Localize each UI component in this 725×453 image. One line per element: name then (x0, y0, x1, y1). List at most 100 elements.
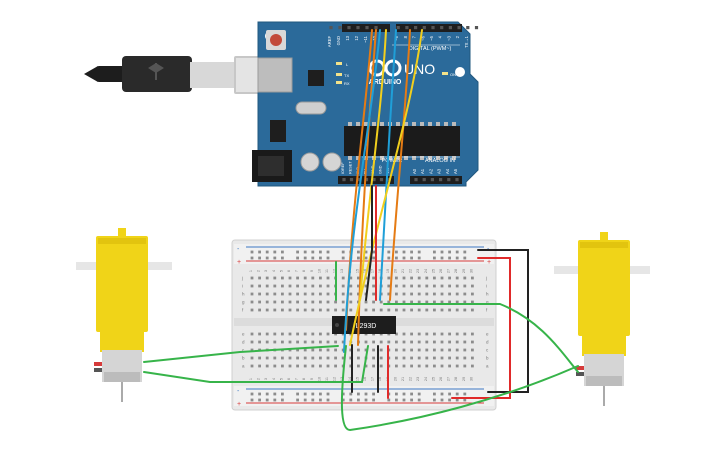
digital-pin-label: ~6 (420, 35, 425, 40)
column-number: 5 (279, 270, 283, 272)
svg-text:RX: RX (344, 81, 350, 86)
row-letter: h (486, 292, 489, 297)
svg-text:-: - (237, 388, 240, 395)
arduino-model-label: UNO (404, 61, 435, 77)
column-number: 2 (257, 270, 261, 272)
column-number: 16 (363, 269, 367, 273)
column-number: 26 (439, 269, 443, 273)
wire-orange (389, 29, 411, 301)
wire-yellow (359, 29, 387, 301)
column-number: 7 (295, 270, 299, 272)
dc-motor-icon[interactable] (76, 228, 172, 402)
power-pin-label: IOREF (341, 162, 345, 174)
row-letter: i (242, 284, 243, 289)
analog-pin-label: A5 (453, 168, 458, 174)
column-number: 13 (340, 269, 344, 273)
column-number: 14 (348, 377, 352, 381)
column-number: 9 (310, 270, 314, 272)
column-number: 17 (371, 269, 375, 273)
digital-pin-label: TX→1 (464, 35, 469, 48)
row-letter: e (486, 332, 489, 337)
column-number: 20 (393, 377, 397, 381)
chip-label: L293D (356, 323, 377, 330)
column-number: 8 (302, 270, 306, 272)
status-leds: L TX RX ON (336, 62, 456, 86)
column-number: 3 (264, 378, 268, 380)
wire-red (451, 257, 511, 399)
row-letter: a (486, 364, 489, 369)
digital-pin-label: 12 (354, 35, 359, 40)
digital-section-label: DIGITAL (PWM~) (409, 46, 452, 52)
column-number: 9 (310, 378, 314, 380)
digital-pin-label: ~5 (429, 35, 434, 40)
column-number: 26 (439, 377, 443, 381)
column-number: 21 (401, 269, 405, 273)
arduino-brand-label: ARDUINO (369, 79, 402, 86)
column-number: 17 (371, 377, 375, 381)
row-letter: h (242, 292, 245, 297)
power-section-label: POWER (382, 158, 403, 164)
row-letter: b (486, 356, 489, 361)
analog-pin-label: A1 (420, 168, 425, 174)
column-number: 29 (462, 377, 466, 381)
digital-pin-label: 2 (455, 35, 460, 38)
row-letter: b (242, 356, 245, 361)
column-number: 22 (409, 377, 413, 381)
wire-green (143, 345, 339, 363)
column-number: 6 (287, 270, 291, 272)
wire-blue (379, 29, 397, 301)
l293d-chip[interactable]: L293D (332, 316, 396, 334)
digital-pin-label: 4 (438, 35, 443, 38)
analog-pin-label: A4 (445, 168, 450, 174)
row-letter: d (242, 340, 245, 345)
column-number: 23 (416, 377, 420, 381)
svg-text:-: - (237, 246, 240, 253)
dc-motor-icon[interactable] (554, 232, 650, 406)
column-number: 2 (257, 378, 261, 380)
column-number: 29 (462, 269, 466, 273)
analog-header (410, 176, 462, 184)
digital-pin-label: ~11 (363, 35, 368, 42)
column-number: 24 (424, 377, 428, 381)
column-number: 4 (272, 378, 276, 380)
digital-pin-label: 13 (345, 35, 350, 40)
svg-text:L: L (346, 62, 349, 67)
column-number: 24 (424, 269, 428, 273)
column-number: 21 (401, 377, 405, 381)
column-number: 25 (431, 269, 435, 273)
row-letter: g (242, 300, 245, 305)
column-number: 23 (416, 269, 420, 273)
wire-blue (343, 29, 381, 353)
svg-text:ON: ON (450, 72, 456, 77)
reset-button[interactable] (266, 30, 286, 50)
svg-text:+: + (237, 259, 241, 266)
column-number: 3 (264, 270, 268, 272)
row-letter: g (486, 300, 489, 305)
digital-pin-label: 7 (412, 35, 417, 38)
wire-yellow (349, 29, 423, 346)
wires[interactable] (143, 29, 579, 432)
column-number: 11 (325, 377, 329, 381)
svg-text:TX: TX (344, 73, 349, 78)
digital-pin-label: GND (336, 36, 341, 45)
row-letter: c (486, 348, 489, 353)
wire-green (340, 345, 579, 432)
row-letter: d (486, 340, 489, 345)
column-number: 10 (317, 269, 321, 273)
analog-pin-label: A2 (428, 168, 433, 174)
column-number: 11 (325, 269, 329, 273)
column-number: 8 (302, 378, 306, 380)
power-pin-label: GND (379, 165, 383, 174)
column-number: 1 (249, 270, 253, 272)
digital-pin-label: ~3 (446, 35, 451, 40)
column-number: 25 (431, 377, 435, 381)
analog-pin-label: A0 (412, 168, 417, 174)
row-letter: j (485, 276, 487, 281)
wire-green (383, 303, 579, 373)
digital-pin-label: RX←0 (473, 35, 478, 48)
column-number: 27 (447, 269, 451, 273)
column-number: 7 (295, 378, 299, 380)
column-number: 19 (386, 269, 390, 273)
